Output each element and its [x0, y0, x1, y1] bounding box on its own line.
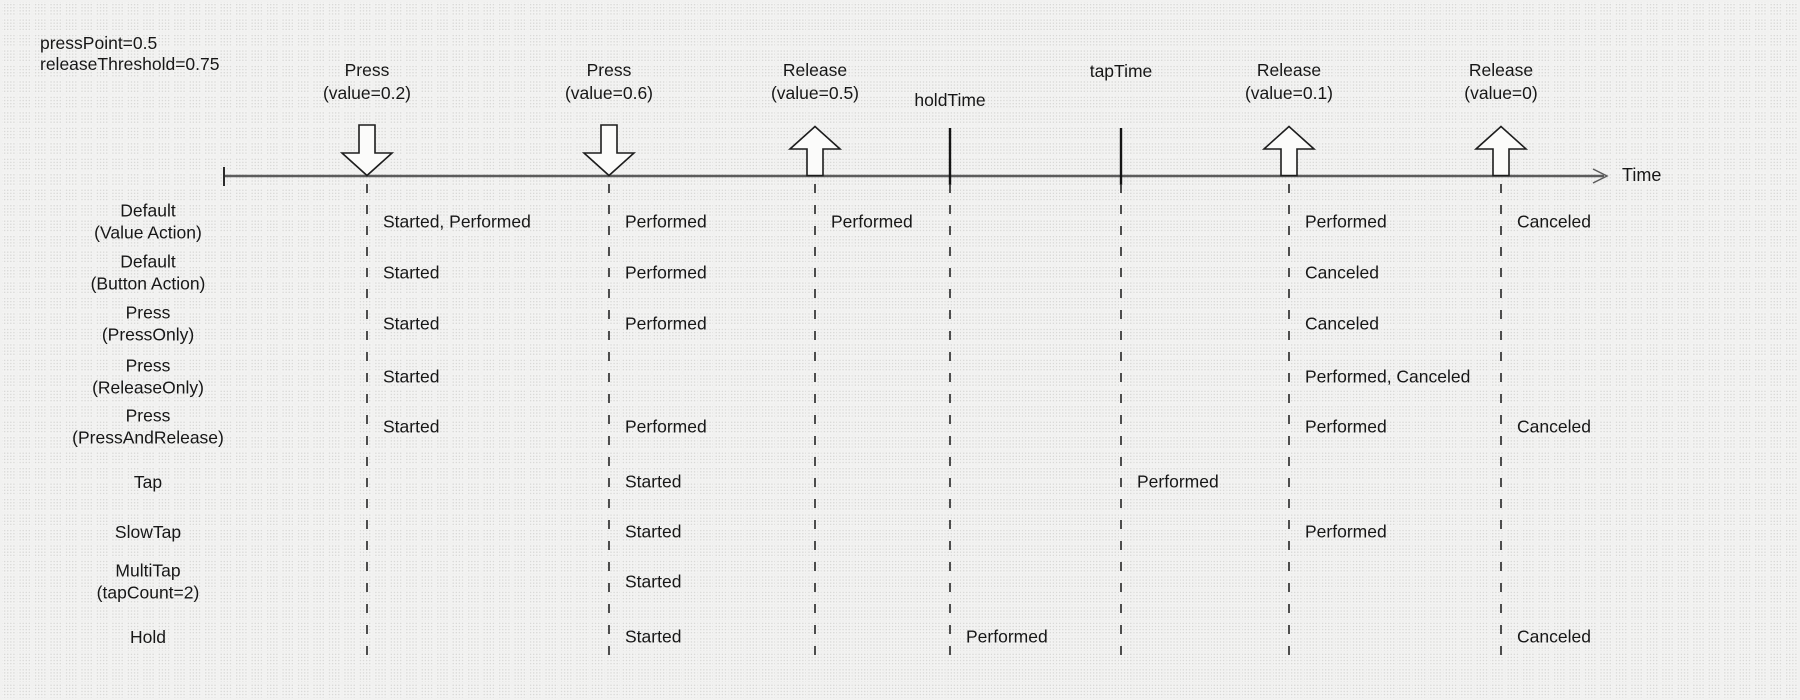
row-label-line: MultiTap: [115, 560, 181, 581]
row-label-press-pressonly: Press(PressOnly): [102, 302, 194, 347]
row-label-press-releaseonly: Press(ReleaseOnly): [92, 355, 204, 400]
phase-status-label: Canceled: [1305, 262, 1379, 283]
time-axis-arrowhead-icon: [1592, 168, 1609, 184]
event-label-line: Press: [586, 60, 632, 80]
phase-status-label: Started: [383, 366, 440, 387]
release-up-arrow-icon: [1261, 125, 1317, 177]
phase-status-label: Started: [625, 521, 682, 542]
phase-status-label: Started, Performed: [383, 211, 531, 232]
row-label-press-pressandrelease: Press(PressAndRelease): [72, 405, 224, 450]
row-label-multitap-tapcount-2: MultiTap(tapCount=2): [97, 560, 200, 605]
release-up-arrow-icon: [1473, 125, 1529, 177]
event-label-line: (value=0.6): [564, 82, 654, 103]
phase-status-label: Started: [383, 313, 440, 334]
row-label-line: (PressAndRelease): [72, 428, 224, 448]
press-down-arrow-icon: [581, 124, 637, 177]
row-label-line: Tap: [133, 471, 163, 492]
phase-status-label: Performed: [625, 262, 707, 283]
row-label-line: Press: [125, 355, 171, 376]
phase-status-label: Performed: [1305, 416, 1387, 437]
config-note: pressPoint=0.5 releaseThreshold=0.75: [40, 33, 220, 74]
event-label-line: tapTime: [1089, 61, 1153, 81]
event-label-line: (value=0.1): [1244, 82, 1334, 103]
event-label-release-value-0-1: Release(value=0.1): [1245, 59, 1333, 104]
event-label-tapTime: tapTime: [1090, 60, 1153, 83]
row-label-default-value-action: Default(Value Action): [94, 200, 202, 245]
row-label-line: Default: [120, 251, 176, 272]
row-label-hold: Hold: [130, 626, 166, 648]
row-label-line: (ReleaseOnly): [92, 378, 204, 398]
row-label-tap: Tap: [134, 471, 162, 493]
row-label-line: (Value Action): [94, 223, 202, 243]
phase-status-label: Performed, Canceled: [1305, 366, 1471, 387]
phase-status-label: Canceled: [1517, 626, 1591, 647]
phase-status-label: Performed: [831, 211, 913, 232]
event-label-press-value-0-6: Press(value=0.6): [565, 59, 653, 104]
event-label-line: Release: [1256, 60, 1322, 80]
event-label-line: Press: [344, 60, 390, 80]
row-label-slowtap: SlowTap: [115, 521, 181, 543]
row-label-line: Hold: [130, 626, 166, 647]
event-label-release-value-0: Release(value=0): [1464, 59, 1537, 104]
phase-status-label: Canceled: [1517, 416, 1591, 437]
event-label-press-value-0-2: Press(value=0.2): [323, 59, 411, 104]
event-label-release-value-0-5: Release(value=0.5): [771, 59, 859, 104]
config-note-presspoint: pressPoint=0.5: [40, 33, 158, 53]
row-label-line: (tapCount=2): [96, 583, 200, 603]
event-label-line: (value=0): [1464, 82, 1538, 103]
phase-status-label: Started: [625, 571, 682, 592]
phase-status-label: Performed: [625, 211, 707, 232]
phase-status-label: Performed: [1305, 211, 1387, 232]
config-note-releasethreshold: releaseThreshold=0.75: [40, 53, 220, 74]
row-label-line: (PressOnly): [101, 325, 195, 345]
row-label-default-button-action: Default(Button Action): [91, 251, 206, 296]
event-label-line: (value=0.5): [770, 82, 860, 103]
phase-status-label: Started: [383, 416, 440, 437]
release-up-arrow-icon: [787, 125, 843, 177]
row-label-line: Press: [125, 405, 171, 426]
phase-status-label: Performed: [625, 416, 707, 437]
phase-status-label: Started: [625, 471, 682, 492]
phase-status-label: Performed: [966, 626, 1048, 647]
phase-status-label: Canceled: [1305, 313, 1379, 334]
event-label-line: holdTime: [914, 90, 986, 110]
phase-status-label: Started: [383, 262, 440, 283]
row-label-line: SlowTap: [114, 521, 182, 542]
row-label-line: (Button Action): [90, 274, 206, 294]
event-label-holdTime: holdTime: [914, 89, 985, 112]
phase-status-label: Performed: [1137, 471, 1219, 492]
event-label-line: Release: [782, 60, 848, 80]
phase-status-label: Canceled: [1517, 211, 1591, 232]
phase-status-label: Performed: [625, 313, 707, 334]
row-label-line: Press: [125, 302, 171, 323]
event-label-line: (value=0.2): [322, 82, 412, 103]
event-label-line: Release: [1468, 60, 1534, 80]
row-label-line: Default: [120, 200, 176, 221]
phase-status-label: Started: [625, 626, 682, 647]
phase-status-label: Performed: [1305, 521, 1387, 542]
press-down-arrow-icon: [339, 124, 395, 177]
time-axis-label: Time: [1622, 165, 1662, 185]
